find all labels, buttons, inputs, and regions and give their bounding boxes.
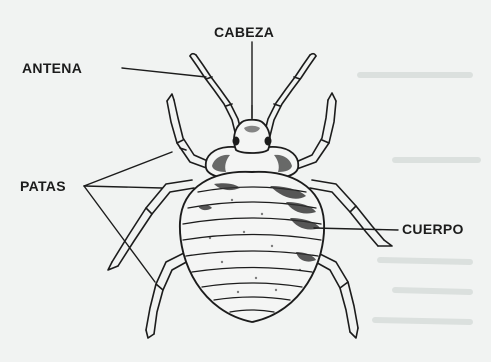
hind-leg-left [146,252,190,338]
label-head: CABEZA [214,24,274,40]
antenna-left [190,54,243,140]
front-leg-right [294,93,336,170]
leader-antenna [122,68,206,77]
eye-left [233,137,240,146]
hind-leg-right [312,252,358,338]
front-leg-left [167,94,212,170]
leader-legs-hind [84,186,155,282]
antenna-right [263,54,316,140]
head [234,120,270,153]
leader-legs-middle [84,186,162,188]
label-legs: PATAS [20,178,66,194]
leader-legs-front [84,152,172,186]
label-antenna: ANTENA [22,60,82,76]
leader-body [314,228,398,230]
bleed-through-marks [360,75,478,322]
label-body: CUERPO [402,221,464,237]
eye-right [265,137,272,146]
